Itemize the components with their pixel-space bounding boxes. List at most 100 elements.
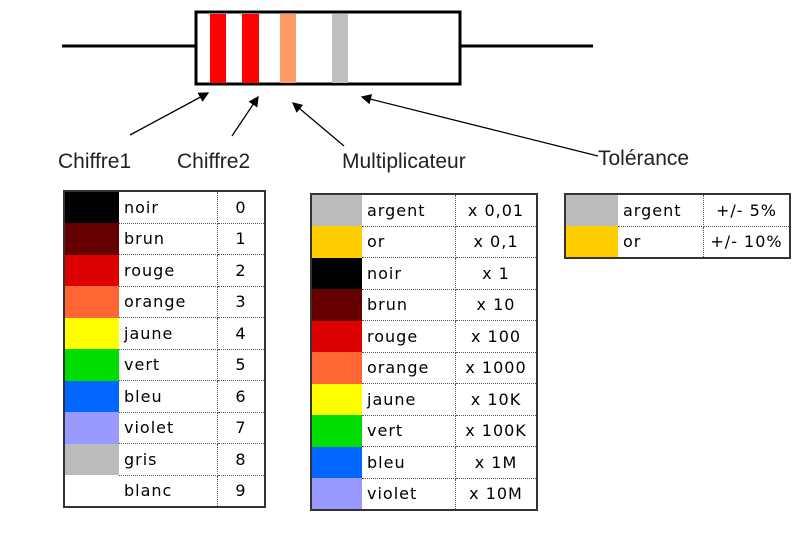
color-value: x 1000 (455, 352, 537, 384)
color-swatch (64, 223, 119, 255)
color-swatch (64, 191, 119, 223)
color-swatch (64, 412, 119, 444)
color-swatch (311, 226, 362, 258)
color-value: x 0,01 (455, 194, 537, 227)
color-name: rouge (362, 320, 456, 353)
arrow-multiplier (292, 102, 345, 147)
color-swatch (64, 475, 119, 507)
color-value: +/- 5% (703, 194, 790, 227)
table-row: or+/- 10% (565, 226, 790, 259)
color-name: bleu (362, 446, 456, 479)
band-digit2 (242, 14, 259, 83)
arrow-digit1 (129, 92, 210, 136)
color-value: 4 (217, 317, 265, 350)
color-swatch (565, 226, 618, 258)
color-value: x 10K (455, 383, 537, 416)
color-name: brun (119, 223, 218, 255)
color-swatch (311, 352, 362, 384)
color-name: orange (362, 352, 456, 384)
color-value: +/- 10% (703, 226, 790, 259)
arrow-digit2 (231, 95, 259, 137)
color-value: x 100K (455, 415, 537, 447)
band-tolerance (332, 14, 348, 83)
color-name: argent (362, 194, 456, 227)
color-name: jaune (119, 317, 218, 350)
color-swatch (64, 317, 119, 349)
label-tolerance: Tolérance (598, 147, 690, 170)
band-digit1 (210, 14, 226, 83)
color-value: x 10M (455, 478, 537, 511)
tolerance-color-table: argent+/- 5%or+/- 10% (564, 193, 791, 259)
color-name: or (362, 226, 456, 258)
color-name: brun (362, 289, 456, 321)
color-swatch (64, 443, 119, 475)
color-name: noir (362, 257, 456, 290)
color-value: 6 (217, 380, 265, 413)
color-value: 2 (217, 254, 265, 287)
color-swatch (311, 383, 362, 415)
color-swatch (64, 254, 119, 286)
color-value: x 1 (455, 257, 537, 290)
color-name: orange (119, 286, 218, 318)
color-name: bleu (119, 380, 218, 413)
color-name: gris (119, 443, 218, 476)
resistor-body (194, 10, 462, 86)
color-swatch (311, 257, 362, 289)
label-multiplier: Multiplicateur (342, 150, 466, 173)
color-swatch (311, 289, 362, 321)
color-name: noir (119, 191, 218, 224)
color-swatch (64, 349, 119, 381)
color-swatch (311, 446, 362, 478)
color-value: 5 (217, 349, 265, 381)
color-name: jaune (362, 383, 456, 416)
color-value: 3 (217, 286, 265, 318)
color-swatch (311, 320, 362, 352)
color-value: x 1M (455, 446, 537, 479)
color-value: 0 (217, 191, 265, 224)
color-name: violet (362, 478, 456, 511)
color-swatch (64, 286, 119, 318)
color-value: x 100 (455, 320, 537, 353)
color-swatch (565, 194, 618, 226)
color-swatch (311, 194, 362, 226)
color-name: vert (119, 349, 218, 381)
color-value: 8 (217, 443, 265, 476)
color-swatch (311, 415, 362, 447)
table-row: argent+/- 5% (565, 194, 790, 227)
arrow-tolerance (360, 94, 599, 157)
color-name: argent (618, 194, 704, 227)
color-value: x 0,1 (455, 226, 537, 258)
color-name: or (618, 226, 704, 259)
color-name: vert (362, 415, 456, 447)
label-digit1: Chiffre1 (58, 150, 132, 173)
band-multiplier (280, 14, 296, 83)
color-value: 7 (217, 412, 265, 444)
color-value: 9 (217, 475, 265, 508)
color-swatch (311, 478, 362, 510)
color-value: 1 (217, 223, 265, 255)
color-name: rouge (119, 254, 218, 287)
color-value: x 10 (455, 289, 537, 321)
color-name: blanc (119, 475, 218, 508)
